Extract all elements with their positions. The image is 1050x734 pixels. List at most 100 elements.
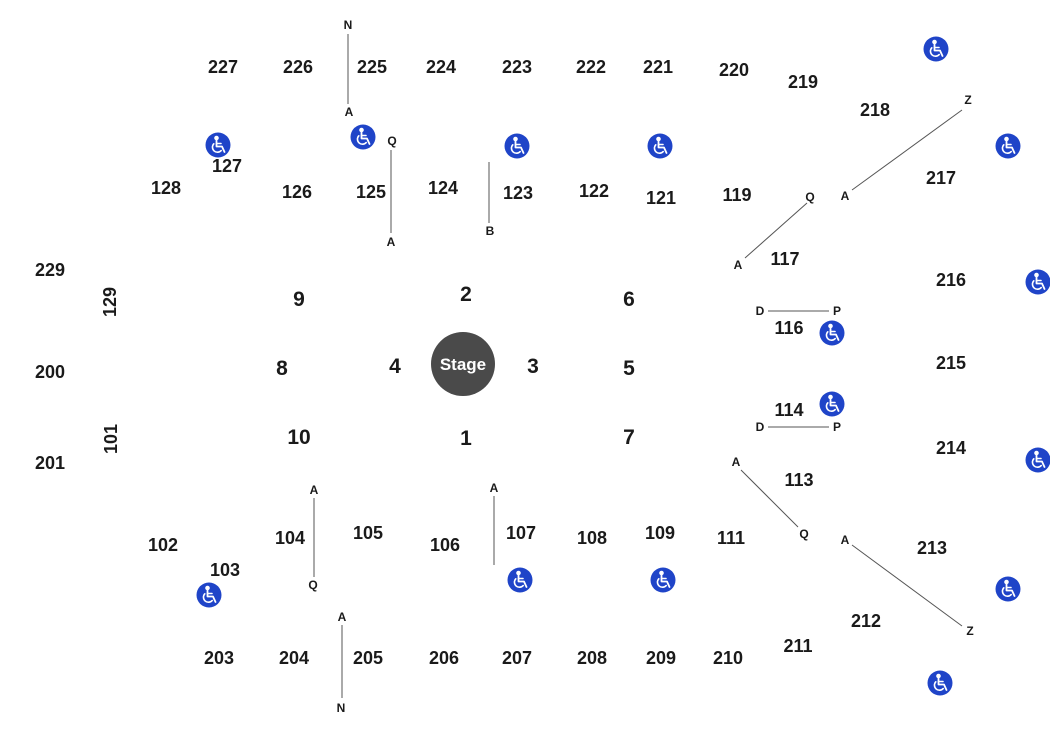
section-125[interactable]: 125 bbox=[356, 182, 386, 202]
section-126[interactable]: 126 bbox=[282, 182, 312, 202]
section-222[interactable]: 222 bbox=[576, 57, 606, 77]
section-207[interactable]: 207 bbox=[502, 648, 532, 668]
section-201[interactable]: 201 bbox=[35, 453, 65, 473]
wheelchair-icon[interactable] bbox=[507, 567, 533, 593]
section-200[interactable]: 200 bbox=[35, 362, 65, 382]
section-121[interactable]: 121 bbox=[646, 188, 676, 208]
row-marker-n: N bbox=[337, 701, 346, 715]
section-128[interactable]: 128 bbox=[151, 178, 181, 198]
floor-section-6[interactable]: 6 bbox=[623, 288, 635, 311]
floor-section-10[interactable]: 10 bbox=[287, 426, 310, 449]
row-marker-d: D bbox=[756, 304, 765, 318]
wheelchair-icon[interactable] bbox=[350, 124, 376, 150]
section-214[interactable]: 214 bbox=[936, 438, 966, 458]
section-225[interactable]: 225 bbox=[357, 57, 387, 77]
section-213[interactable]: 213 bbox=[917, 538, 947, 558]
row-marker-q: Q bbox=[387, 134, 396, 148]
row-marker-a: A bbox=[387, 235, 396, 249]
floor-section-2[interactable]: 2 bbox=[460, 283, 472, 306]
section-217[interactable]: 217 bbox=[926, 168, 956, 188]
section-122[interactable]: 122 bbox=[579, 181, 609, 201]
section-119[interactable]: 119 bbox=[722, 185, 751, 205]
section-114[interactable]: 114 bbox=[774, 400, 803, 420]
section-205[interactable]: 205 bbox=[353, 648, 383, 668]
section-210[interactable]: 210 bbox=[713, 648, 743, 668]
row-marker-d: D bbox=[756, 420, 765, 434]
section-219[interactable]: 219 bbox=[788, 72, 818, 92]
section-206[interactable]: 206 bbox=[429, 648, 459, 668]
section-107[interactable]: 107 bbox=[506, 523, 536, 543]
section-203[interactable]: 203 bbox=[204, 648, 234, 668]
section-227[interactable]: 227 bbox=[208, 57, 238, 77]
section-101[interactable]: 101 bbox=[101, 424, 121, 454]
stage[interactable]: Stage bbox=[431, 332, 495, 396]
section-127[interactable]: 127 bbox=[212, 156, 242, 176]
wheelchair-icon[interactable] bbox=[923, 36, 949, 62]
row-marker-p: P bbox=[833, 304, 841, 318]
section-105[interactable]: 105 bbox=[353, 523, 383, 543]
row-marker-a: A bbox=[841, 189, 850, 203]
section-215[interactable]: 215 bbox=[936, 353, 966, 373]
section-208[interactable]: 208 bbox=[577, 648, 607, 668]
wheelchair-icon[interactable] bbox=[504, 133, 530, 159]
section-216[interactable]: 216 bbox=[936, 270, 966, 290]
row-marker-q: Q bbox=[308, 578, 317, 592]
section-102[interactable]: 102 bbox=[148, 535, 178, 555]
row-marker-z: Z bbox=[966, 624, 973, 638]
section-103[interactable]: 103 bbox=[210, 560, 240, 580]
floor-section-9[interactable]: 9 bbox=[293, 288, 305, 311]
wheelchair-icon[interactable] bbox=[650, 567, 676, 593]
section-223[interactable]: 223 bbox=[502, 57, 532, 77]
row-marker-a: A bbox=[732, 455, 741, 469]
section-129[interactable]: 129 bbox=[100, 287, 120, 317]
row-marker-b: B bbox=[486, 224, 495, 238]
section-212[interactable]: 212 bbox=[851, 611, 881, 631]
row-marker-a: A bbox=[310, 483, 319, 497]
floor-section-8[interactable]: 8 bbox=[276, 357, 288, 380]
section-116[interactable]: 116 bbox=[774, 318, 803, 338]
row-range-line bbox=[744, 202, 808, 259]
section-111[interactable]: 111 bbox=[717, 528, 745, 548]
section-123[interactable]: 123 bbox=[503, 183, 533, 203]
row-marker-a: A bbox=[490, 481, 499, 495]
stage-label: Stage bbox=[440, 355, 486, 374]
wheelchair-icon[interactable] bbox=[1025, 447, 1050, 473]
wheelchair-icon[interactable] bbox=[196, 582, 222, 608]
section-104[interactable]: 104 bbox=[275, 528, 305, 548]
section-218[interactable]: 218 bbox=[860, 100, 890, 120]
row-marker-a: A bbox=[338, 610, 347, 624]
section-109[interactable]: 109 bbox=[645, 523, 675, 543]
floor-section-3[interactable]: 3 bbox=[527, 355, 539, 378]
section-226[interactable]: 226 bbox=[283, 57, 313, 77]
floor-section-7[interactable]: 7 bbox=[623, 426, 635, 449]
wheelchair-icon[interactable] bbox=[819, 391, 845, 417]
wheelchair-icon[interactable] bbox=[995, 576, 1021, 602]
section-106[interactable]: 106 bbox=[430, 535, 460, 555]
section-211[interactable]: 211 bbox=[783, 636, 812, 656]
wheelchair-icon[interactable] bbox=[647, 133, 673, 159]
section-124[interactable]: 124 bbox=[428, 178, 458, 198]
section-221[interactable]: 221 bbox=[643, 57, 673, 77]
section-224[interactable]: 224 bbox=[426, 57, 456, 77]
section-209[interactable]: 209 bbox=[646, 648, 676, 668]
floor-section-4[interactable]: 4 bbox=[389, 355, 401, 378]
accessible-seating-markers bbox=[196, 36, 1050, 696]
floor-section-1[interactable]: 1 bbox=[460, 427, 472, 450]
section-229[interactable]: 229 bbox=[35, 260, 65, 280]
section-220[interactable]: 220 bbox=[719, 60, 749, 80]
wheelchair-icon[interactable] bbox=[205, 132, 231, 158]
wheelchair-icon[interactable] bbox=[995, 133, 1021, 159]
section-117[interactable]: 117 bbox=[770, 249, 799, 269]
wheelchair-icon[interactable] bbox=[927, 670, 953, 696]
floor-section-5[interactable]: 5 bbox=[623, 357, 635, 380]
section-113[interactable]: 113 bbox=[784, 470, 813, 490]
section-108[interactable]: 108 bbox=[577, 528, 607, 548]
wheelchair-icon[interactable] bbox=[1025, 269, 1050, 295]
section-204[interactable]: 204 bbox=[279, 648, 309, 668]
wheelchair-icon[interactable] bbox=[819, 320, 845, 346]
row-range-line bbox=[851, 109, 963, 191]
